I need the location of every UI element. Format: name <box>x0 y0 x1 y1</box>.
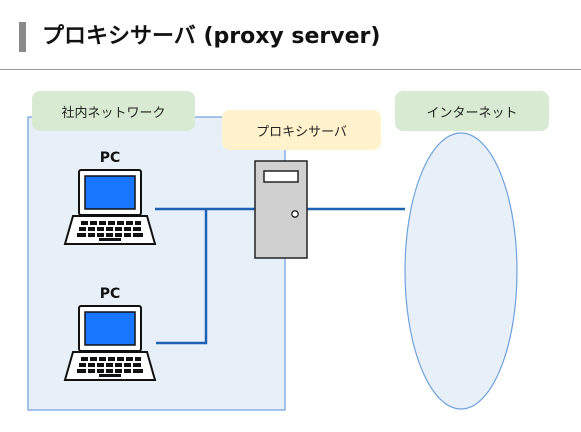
laptop-icon <box>63 305 157 381</box>
laptop-icon <box>63 169 157 245</box>
pc-label: PC <box>99 286 121 302</box>
title-accent-bar <box>19 22 26 52</box>
proxy-server-label: プロキシサーバ <box>222 110 381 150</box>
page-header: プロキシサーバ (proxy server) <box>0 0 581 70</box>
lan-area <box>27 116 286 411</box>
internet-label: インターネット <box>395 91 549 131</box>
connection-lines <box>155 207 405 345</box>
internet-ellipse <box>404 132 518 410</box>
lan-label: 社内ネットワーク <box>32 91 195 131</box>
pc-label: PC <box>99 150 121 166</box>
server-icon <box>254 160 308 259</box>
pc2-to-proxy-line <box>156 209 208 345</box>
page-title: プロキシサーバ (proxy server) <box>42 24 381 49</box>
